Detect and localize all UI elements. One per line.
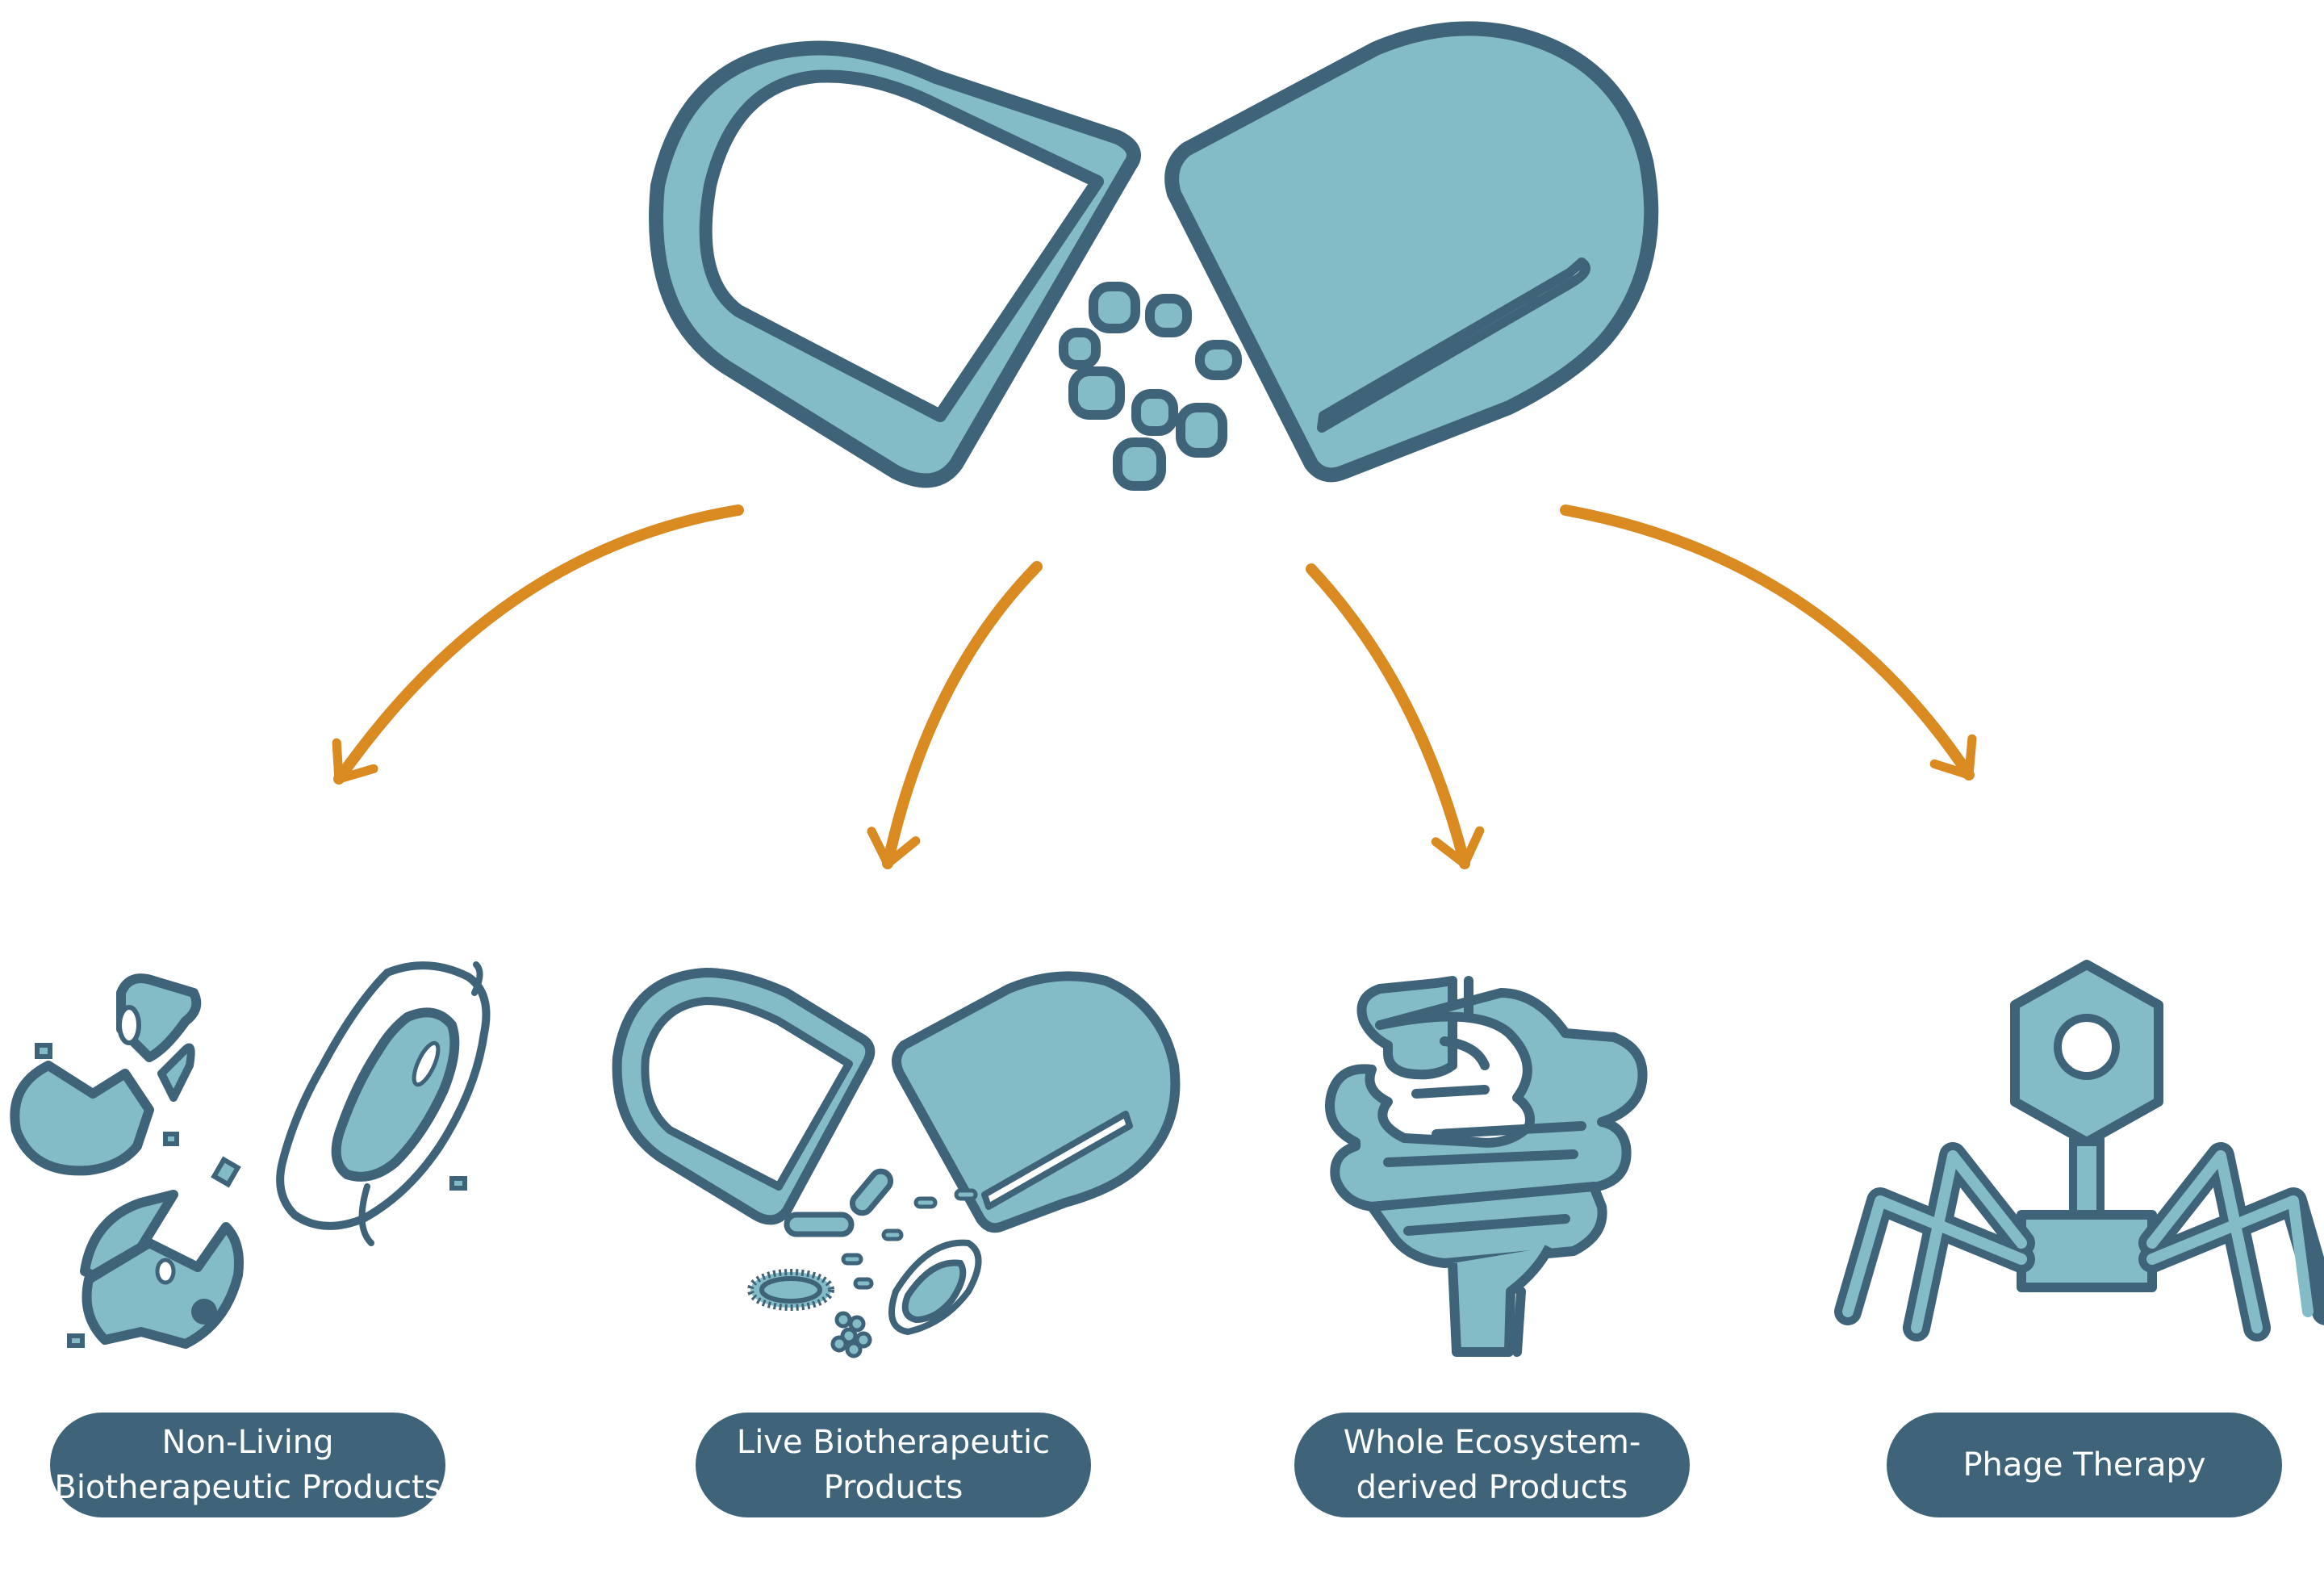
capsule-left-inner bbox=[699, 69, 1104, 422]
broken-bacteria-icon bbox=[10, 961, 491, 1349]
arrow-to-ecosystem bbox=[1306, 563, 1485, 869]
label-ecosystem-line2: derived Products bbox=[1356, 1469, 1628, 1506]
capsule-with-bacteria-icon bbox=[612, 968, 1181, 1358]
arrow-to-nonliving bbox=[332, 504, 744, 785]
label-phage: Phage Therapy bbox=[1887, 1413, 2282, 1517]
arrow-to-live bbox=[867, 561, 1043, 869]
intestine-icon bbox=[1325, 976, 1648, 1357]
label-ecosystem-line1: Whole Ecosystem- bbox=[1343, 1424, 1641, 1461]
bacteriophage-icon bbox=[1834, 960, 2324, 1342]
label-nonliving-line1: Non-Living bbox=[161, 1424, 334, 1461]
label-live-line2: Products bbox=[823, 1469, 963, 1506]
granules bbox=[1059, 282, 1242, 491]
arrows bbox=[332, 504, 1977, 869]
capsule-right-shine bbox=[1317, 257, 1590, 433]
label-nonliving-line2: Biotherapeutic Products bbox=[54, 1469, 441, 1506]
label-live-line1: Live Biotherapeutic bbox=[736, 1424, 1051, 1461]
capsule-right-half bbox=[1164, 21, 1659, 483]
label-live: Live Biotherapeutic Products bbox=[696, 1413, 1091, 1517]
arrow-to-phage bbox=[1560, 504, 1977, 781]
label-ecosystem: Whole Ecosystem- derived Products bbox=[1294, 1413, 1690, 1517]
label-nonliving: Non-Living Biotherapeutic Products bbox=[50, 1413, 445, 1517]
open-capsule-icon bbox=[649, 21, 1659, 491]
label-phage-line1: Phage Therapy bbox=[1962, 1446, 2206, 1484]
